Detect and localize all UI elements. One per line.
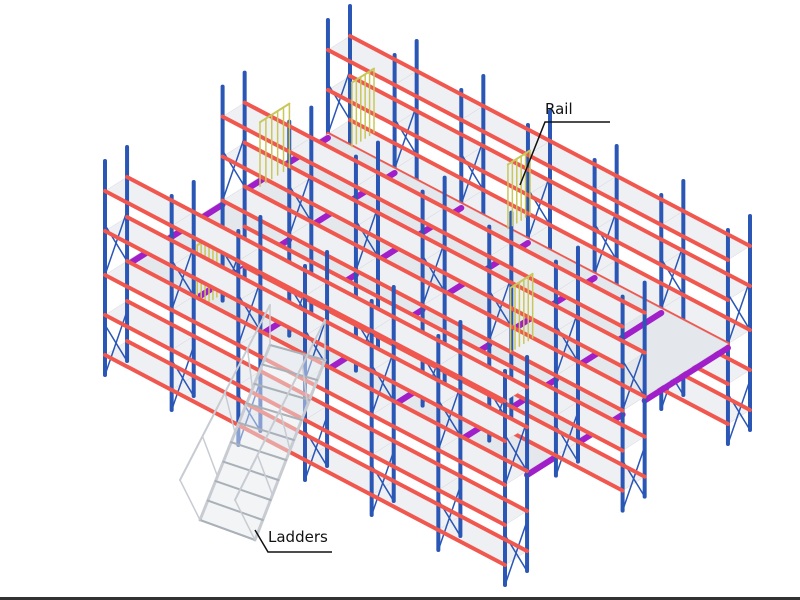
red-beam xyxy=(125,215,530,430)
safety-rail xyxy=(350,67,375,84)
bottom-border xyxy=(0,597,800,600)
red-beam xyxy=(325,47,730,262)
red-beam xyxy=(348,118,752,332)
handrail-post xyxy=(301,364,309,406)
red-beam xyxy=(348,34,752,248)
frame-brace xyxy=(221,135,246,202)
handrail-post xyxy=(279,409,291,451)
stair-tread xyxy=(261,363,319,381)
stair-tread xyxy=(245,402,303,421)
red-beam xyxy=(242,264,647,479)
handrail-post xyxy=(179,479,201,521)
frame-brace xyxy=(170,345,195,411)
frame-brace xyxy=(727,279,751,345)
red-beam xyxy=(103,229,507,443)
stair-tread xyxy=(269,344,326,361)
stair-body xyxy=(200,345,325,540)
frame-brace xyxy=(727,379,751,445)
red-beam xyxy=(103,189,507,403)
frame-brace xyxy=(460,139,485,205)
stair-tread xyxy=(237,421,295,441)
frame-brace xyxy=(370,450,395,516)
frame-brace xyxy=(504,420,528,486)
frame-brace xyxy=(621,345,646,412)
red-beam xyxy=(125,259,530,474)
red-beam xyxy=(242,100,647,315)
frame-brace xyxy=(660,244,685,310)
red-beam xyxy=(220,198,625,413)
frame-brace xyxy=(527,174,551,240)
red-beam xyxy=(125,299,530,514)
red-beam xyxy=(125,339,530,554)
frame-brace xyxy=(170,245,195,311)
frame-brace xyxy=(437,385,462,451)
stair-tread xyxy=(214,480,272,501)
red-beam xyxy=(103,353,507,567)
red-beam xyxy=(125,175,530,390)
frame-brace xyxy=(370,350,395,416)
frame-brace xyxy=(104,210,128,276)
frame-brace xyxy=(104,310,128,376)
handrail-post xyxy=(201,435,219,477)
frame-brace xyxy=(555,410,579,477)
frame-brace xyxy=(304,415,328,481)
rail-label: Rail xyxy=(545,100,573,118)
frame-brace xyxy=(504,520,528,586)
red-beam xyxy=(103,313,507,527)
shelf-panel xyxy=(222,102,312,152)
shelf-panel xyxy=(327,35,418,86)
frame-brace xyxy=(421,240,446,307)
safety-rail xyxy=(259,102,291,124)
rail-leader-line xyxy=(519,121,610,186)
ladders-label: Ladders xyxy=(268,528,328,546)
frame-brace xyxy=(555,310,579,377)
frame-brace xyxy=(355,205,379,272)
red-beam xyxy=(242,184,647,399)
stair-tread xyxy=(253,382,311,401)
stair-tread xyxy=(199,519,256,541)
red-beam xyxy=(348,74,752,288)
frame-brace xyxy=(288,170,313,237)
stair-tread xyxy=(206,499,264,521)
red-beam xyxy=(325,87,730,302)
red-beam xyxy=(242,224,647,439)
shelf-panel xyxy=(104,176,195,227)
handrail-post xyxy=(256,454,274,496)
handrail-post xyxy=(246,348,254,390)
handrail-post xyxy=(234,499,256,541)
frame-brace xyxy=(327,69,351,135)
red-beam xyxy=(242,140,647,355)
frame-brace xyxy=(393,104,418,170)
red-beam xyxy=(220,154,625,369)
frame-brace xyxy=(593,209,618,275)
frame-brace xyxy=(488,275,513,342)
frame-brace xyxy=(237,280,262,346)
floor-joist xyxy=(641,344,731,404)
frame-brace xyxy=(621,445,646,512)
stair-tread xyxy=(222,460,280,481)
frame-brace xyxy=(437,485,462,551)
ladders-leader-line xyxy=(254,529,332,553)
floor-joist xyxy=(124,201,226,269)
handrail-post xyxy=(224,391,236,434)
